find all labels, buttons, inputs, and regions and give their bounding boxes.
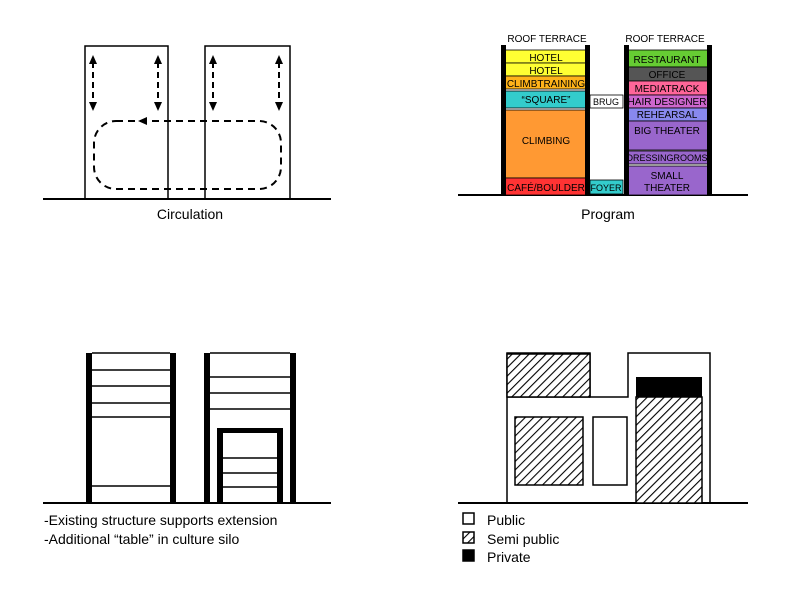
foyer-label: FOYER: [590, 183, 622, 193]
floor-label: REHEARSAL: [637, 110, 698, 121]
floor-label: DRESSINGROOMS: [626, 153, 707, 163]
right-tower: ROOF TERRACE RESTAURANT OFFICE MEDIATRAC…: [624, 34, 712, 196]
access-diagram: Public Semi public Private: [458, 352, 748, 565]
program-diagram: ROOF TERRACE HOTEL HOTEL CLIMBTRAINING “…: [458, 34, 748, 222]
table-column: [277, 428, 283, 503]
arrow-up-icon: [275, 55, 283, 64]
structure-note: -Existing structure supports extension: [44, 512, 277, 528]
arrow-left-icon: [138, 117, 147, 125]
semi-public-zone: [635, 396, 703, 504]
tower-wall: [624, 45, 629, 195]
floor-label: OFFICE: [649, 70, 686, 81]
floor-label: CLIMBING: [522, 136, 571, 147]
table-top: [217, 428, 283, 433]
arrow-heads: [89, 55, 283, 125]
circulation-loop: [93, 120, 282, 190]
arrow-up-icon: [209, 55, 217, 64]
left-silo: [84, 45, 169, 200]
legend-semi-public-swatch: [462, 531, 475, 544]
public-zone: [592, 416, 628, 486]
building-outline: [506, 352, 711, 503]
floor-label: SMALL: [651, 171, 684, 182]
structure-floors: [210, 352, 290, 410]
bridge-box: [589, 94, 624, 109]
arrow-down-icon: [209, 102, 217, 111]
legend: Public Semi public Private: [462, 512, 559, 565]
legend-label: Semi public: [487, 531, 559, 547]
floor-label: THEATER: [644, 183, 690, 194]
left-tower: ROOF TERRACE HOTEL HOTEL CLIMBTRAINING “…: [501, 34, 590, 196]
semi-public-zone: [514, 416, 584, 486]
circulation-caption: Circulation: [157, 206, 223, 222]
roof-terrace-label: ROOF TERRACE: [625, 34, 705, 45]
floor-label: MEDIATRACK: [635, 84, 700, 95]
legend-label: Private: [487, 549, 531, 565]
private-zone: [636, 377, 702, 397]
structure-column: [170, 353, 176, 503]
floor-small-theater: [625, 165, 710, 196]
structure-column: [86, 353, 92, 503]
tower-wall: [585, 45, 590, 195]
legend-label: Public: [487, 512, 525, 528]
legend-public-swatch: [462, 512, 475, 525]
additional-table: [217, 428, 283, 503]
bridge-label: BRUG: [593, 97, 619, 107]
vertical-circulation-arrows: [92, 62, 280, 104]
floor-label: HOTEL: [529, 66, 563, 77]
arrow-down-icon: [275, 102, 283, 111]
structure-column: [290, 353, 296, 503]
floor-label: HOTEL: [529, 53, 563, 64]
circulation-diagram: Circulation: [43, 45, 331, 222]
arrow-down-icon: [89, 102, 97, 111]
semi-public-zone: [506, 353, 591, 398]
structure-floors: [92, 352, 170, 487]
floor-label: RESTAURANT: [633, 55, 700, 66]
floor-climbing: [502, 109, 589, 179]
right-silo: [204, 45, 291, 200]
arrow-up-icon: [89, 55, 97, 64]
floor-label: CLIMBTRAINING: [507, 79, 586, 90]
structure-note: -Additional “table” in culture silo: [44, 531, 240, 547]
arrow-down-icon: [154, 102, 162, 111]
program-caption: Program: [581, 206, 635, 222]
roof-terrace-label: ROOF TERRACE: [507, 34, 587, 45]
arrow-up-icon: [154, 55, 162, 64]
legend-private-swatch: [462, 549, 475, 562]
structure-diagram: -Existing structure supports extension -…: [43, 352, 331, 547]
tower-wall: [501, 45, 506, 195]
foyer-box: [589, 179, 624, 195]
floor-label: CAFÉ/BOULDER: [507, 181, 585, 194]
tower-wall: [707, 45, 712, 195]
floor-big-theater: [625, 120, 710, 151]
table-column: [217, 428, 223, 503]
floor-label: BIG THEATER: [634, 126, 700, 137]
structure-column: [204, 353, 210, 503]
floor-label: HAIR DESIGNER: [628, 97, 707, 108]
floor-label: “SQUARE”: [522, 95, 571, 106]
